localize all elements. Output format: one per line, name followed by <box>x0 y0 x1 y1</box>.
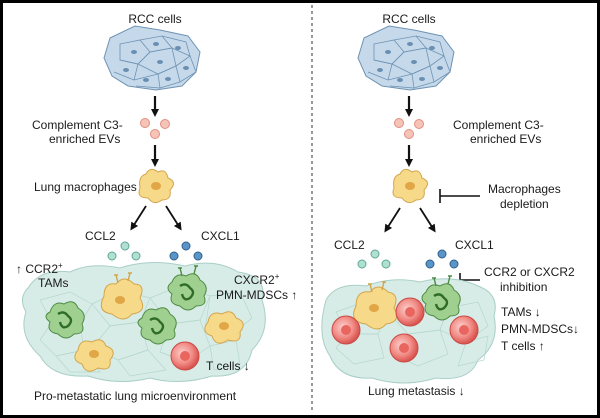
ccr2-superscript: + <box>58 261 63 270</box>
cxcr2-superscript: + <box>274 272 280 281</box>
right-footer-text: Lung metastasis <box>368 384 456 398</box>
left-ccr2-tam <box>100 272 144 320</box>
t-cell <box>389 333 419 363</box>
tcells-down-arrow: ↓ <box>243 359 250 373</box>
right-tcells-label: T cells ↑ <box>501 339 545 353</box>
right-pmn-label: PMN-MDSCs↓ <box>501 322 579 336</box>
left-macrophage-label: Lung macrophages <box>34 180 137 194</box>
right-mdsc <box>421 275 461 321</box>
left-footer-label: Pro-metastatic lung microenvironment <box>34 389 237 403</box>
right-rcc-cluster <box>357 25 455 91</box>
right-depletion-label-line1: Macrophages <box>488 182 561 196</box>
left-mdsc-1 <box>167 265 207 311</box>
right-footer-label: Lung metastasis ↓ <box>368 384 465 398</box>
right-ccl2-dots <box>357 249 391 269</box>
right-lung-macrophage <box>392 168 428 204</box>
right-evs-label-line1: Complement C3- <box>453 118 544 132</box>
cxcr2-text: CXCR2 <box>234 273 275 287</box>
right-cxcl1-dots <box>425 249 459 269</box>
ccr2-up-arrow: ↑ <box>16 262 22 276</box>
ccr2-text: CCR2 <box>25 262 59 276</box>
left-arrow-to-cxcl1 <box>165 205 182 231</box>
left-ev-vesicles <box>140 118 170 139</box>
right-arrow-to-cxcl1 <box>419 207 436 233</box>
left-tam-3 <box>74 339 114 372</box>
left-arrow-to-ccl2 <box>130 205 147 231</box>
left-tams-label: TAMs <box>38 276 69 290</box>
right-inhibition-label-line2: inhibition <box>500 280 548 294</box>
depletion-inhibitor-bar <box>439 189 480 203</box>
left-mdsc-3 <box>137 307 177 345</box>
right-ccl2-label: CCL2 <box>334 238 365 252</box>
right-tcells-text: T cells <box>501 339 536 353</box>
right-tams-label: TAMs ↓ <box>501 305 541 319</box>
left-evs-label-line2: enriched EVs <box>49 132 121 146</box>
t-cell <box>449 315 479 345</box>
right-tams-down-arrow: ↓ <box>534 305 541 319</box>
left-ccl2-label: CCL2 <box>85 229 116 243</box>
tcells-text: T cells <box>206 359 241 373</box>
right-tcells-up-arrow: ↑ <box>538 339 545 353</box>
right-evs-label-line2: enriched EVs <box>470 132 542 146</box>
right-cxcl1-label: CXCL1 <box>455 238 494 252</box>
right-rcc-label: RCC cells <box>382 12 436 26</box>
right-depletion-label-line2: depletion <box>500 197 549 211</box>
left-cxcl1-dots <box>169 241 203 261</box>
left-cxcr2-label: CXCR2+ <box>234 272 280 288</box>
right-pmn-down-arrow: ↓ <box>573 322 579 336</box>
left-lung-macrophage <box>138 168 174 204</box>
right-tams-text: TAMs <box>501 305 532 319</box>
right-ev-vesicles <box>394 118 424 139</box>
left-cxcl1-label: CXCL1 <box>201 229 240 243</box>
left-tcells-label: T cells ↓ <box>206 359 250 373</box>
pmn-up-arrow: ↑ <box>291 288 298 302</box>
left-rcc-label: RCC cells <box>128 12 182 26</box>
right-t-cells <box>331 297 479 363</box>
right-pmn-text: PMN-MDSCs <box>501 322 573 336</box>
left-rcc-cluster <box>103 25 201 91</box>
metastasis-down-arrow: ↓ <box>458 384 465 398</box>
left-tam-2 <box>204 311 244 344</box>
pmn-text: PMN-MDSCs <box>216 288 288 302</box>
left-pmn-label: PMN-MDSCs ↑ <box>216 288 297 302</box>
right-inhibition-label-line1: CCR2 or CXCR2 <box>484 265 575 279</box>
t-cell <box>331 315 361 345</box>
right-arrow-to-ccl2 <box>384 207 401 233</box>
right-tam <box>353 281 398 330</box>
left-ccl2-dots <box>107 241 141 261</box>
left-evs-label-line1: Complement C3- <box>32 118 123 132</box>
left-t-cell <box>170 341 200 371</box>
left-mdsc-2 <box>45 301 85 339</box>
left-ccr2-label: ↑ CCR2+ <box>16 261 63 277</box>
t-cell <box>395 297 425 327</box>
